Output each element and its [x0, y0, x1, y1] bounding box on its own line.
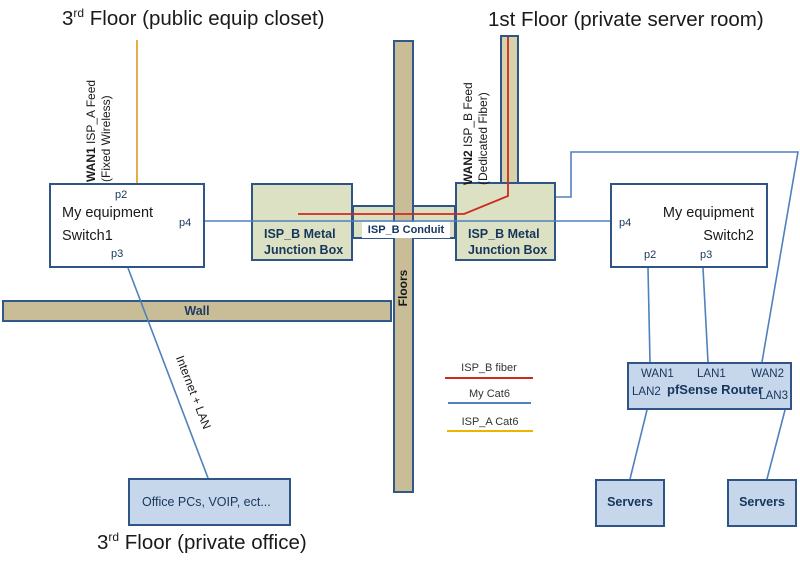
office-pcs-label: Office PCs, VOIP, ect...	[142, 495, 271, 509]
wan2-isp-b-feed-label: WAN2 ISP_B Feed (Dedicated Fiber)	[461, 82, 490, 185]
pfsense-port-lan2: LAN2	[632, 386, 661, 398]
switch1-port-p4: p4	[179, 217, 192, 229]
switch2-port-p2: p2	[644, 249, 657, 261]
legend-isp-a-cat6-line	[447, 430, 533, 432]
floors-label: Floors	[396, 269, 410, 307]
switch1-port-p3: p3	[111, 248, 124, 260]
vertical-feed-conduit	[500, 35, 519, 184]
switch1-line2: Switch1	[62, 228, 113, 244]
switch2-line1: My equipment	[662, 205, 754, 221]
junction-box-right: ISP_B Metal Junction Box	[455, 182, 556, 261]
junction-left-line1: ISP_B Metal	[264, 227, 336, 241]
pfsense-title: pfSense Router	[667, 382, 764, 397]
title-third-floor-closet: 3rd Floor (public equip closet)	[62, 6, 325, 30]
cat6-pfsense-lan3-to-servers-right	[766, 409, 786, 480]
title-third-floor-office: 3rd Floor (private office)	[97, 530, 307, 554]
pfsense-port-lan3: LAN3	[759, 390, 788, 402]
junction-left-line2: Junction Box	[264, 243, 344, 257]
pfsense-port-wan1: WAN1	[641, 368, 674, 380]
junction-box-left: ISP_B Metal Junction Box	[251, 183, 353, 261]
servers-box-left: Servers	[595, 479, 665, 527]
switch2-box: My equipment Switch2 p4 p2 p3	[610, 183, 768, 268]
pfsense-port-wan2: WAN2	[751, 368, 784, 380]
cat6-switch2-p3-to-pfsense-lan1	[702, 267, 709, 363]
servers-left-label: Servers	[607, 495, 653, 509]
switch2-port-p4: p4	[619, 217, 632, 229]
wan1-isp-a-feed-label: WAN1 ISP_A Feed (Fixed Wireless)	[84, 79, 113, 182]
internet-lan-label: Internet + LAN	[173, 353, 214, 432]
switch1-line1: My equipment	[62, 205, 154, 221]
legend-my-cat6-label: My Cat6	[469, 388, 510, 400]
pfsense-port-lan1: LAN1	[697, 368, 726, 380]
conduit-label: ISP_B Conduit	[362, 222, 450, 238]
legend-my-cat6-line	[448, 402, 531, 404]
legend-isp-b-fiber-line	[445, 377, 533, 379]
cat6-pfsense-lan2-to-servers-left	[629, 409, 648, 480]
switch2-line2: Switch2	[703, 228, 754, 244]
servers-box-right: Servers	[727, 479, 797, 527]
wall-label: Wall	[184, 304, 210, 318]
title-first-floor-server-room: 1st Floor (private server room)	[488, 8, 764, 31]
legend-isp-a-cat6-label: ISP_A Cat6	[461, 416, 519, 428]
pfsense-router-box: WAN1 LAN1 WAN2 LAN2 LAN3 pfSense Router	[627, 362, 792, 410]
wall-bar: Wall	[2, 300, 392, 322]
switch1-port-p2: p2	[115, 189, 128, 201]
switch2-port-p3: p3	[700, 249, 713, 261]
cat6-switch2-p2-to-pfsense-wan1	[647, 267, 651, 363]
servers-right-label: Servers	[739, 495, 785, 509]
junction-right-line2: Junction Box	[468, 243, 548, 257]
switch1-box: My equipment Switch1 p2 p4 p3	[49, 183, 205, 268]
legend-isp-b-fiber-label: ISP_B fiber	[461, 362, 517, 374]
office-pcs-box: Office PCs, VOIP, ect...	[128, 478, 291, 526]
junction-right-line1: ISP_B Metal	[468, 227, 540, 241]
